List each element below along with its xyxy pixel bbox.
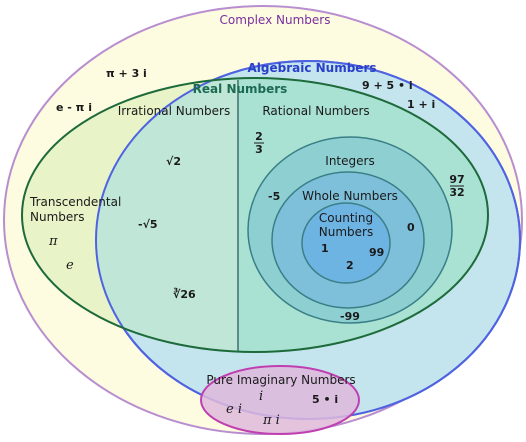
example-zero: 0	[407, 221, 415, 234]
example-neg5: -5	[268, 190, 280, 203]
example-neg-sqrt5: -√5	[138, 218, 158, 231]
irrational-numbers-title: Irrational Numbers	[118, 104, 231, 118]
real-irrational-algebraic-region	[96, 78, 238, 352]
fraction-97-32: 97 32	[449, 173, 464, 199]
example-sqrt2: √2	[166, 155, 181, 168]
example-pi-i: π i	[262, 413, 280, 428]
example-5i: 5 • i	[312, 393, 338, 406]
fraction-two-thirds-denominator: 3	[255, 143, 263, 156]
rational-numbers-title: Rational Numbers	[262, 104, 369, 118]
fraction-97-numerator: 97	[449, 173, 464, 186]
example-neg99: -99	[340, 310, 360, 323]
example-1-plus-i: 1 + i	[407, 98, 435, 111]
pure-imaginary-region	[200, 365, 360, 435]
whole-numbers-title: Whole Numbers	[302, 189, 398, 203]
example-one: 1	[321, 242, 329, 255]
example-ninetynine: 99	[369, 246, 384, 259]
example-pi: π	[48, 234, 58, 249]
example-ei: e i	[226, 402, 242, 417]
example-pi-plus-3i: π + 3 i	[106, 67, 147, 80]
example-i: i	[259, 389, 263, 404]
counting-numbers-title-line2: Numbers	[319, 225, 373, 239]
fraction-two-thirds: 2 3	[254, 130, 264, 156]
transcendental-title-line1: Transcendental	[29, 195, 121, 209]
integers-title: Integers	[325, 154, 374, 168]
complex-numbers-title: Complex Numbers	[220, 13, 331, 27]
fraction-97-denominator: 32	[449, 186, 464, 199]
example-e: e	[66, 258, 74, 273]
example-cbrt26: ∛26	[173, 287, 196, 301]
fraction-two-thirds-numerator: 2	[255, 130, 263, 143]
transcendental-title-line2: Numbers	[30, 210, 84, 224]
real-numbers-title: Real Numbers	[193, 82, 288, 96]
example-two: 2	[346, 259, 354, 272]
example-9-plus-5i: 9 + 5 • i	[362, 79, 413, 92]
counting-numbers-region	[301, 202, 391, 284]
pure-imaginary-title: Pure Imaginary Numbers	[206, 373, 355, 387]
example-e-minus-pi-i: e - π i	[56, 101, 92, 114]
algebraic-numbers-title: Algebraic Numbers	[247, 61, 376, 75]
counting-numbers-title-line1: Counting	[319, 211, 373, 225]
real-numbers-border	[21, 77, 489, 353]
